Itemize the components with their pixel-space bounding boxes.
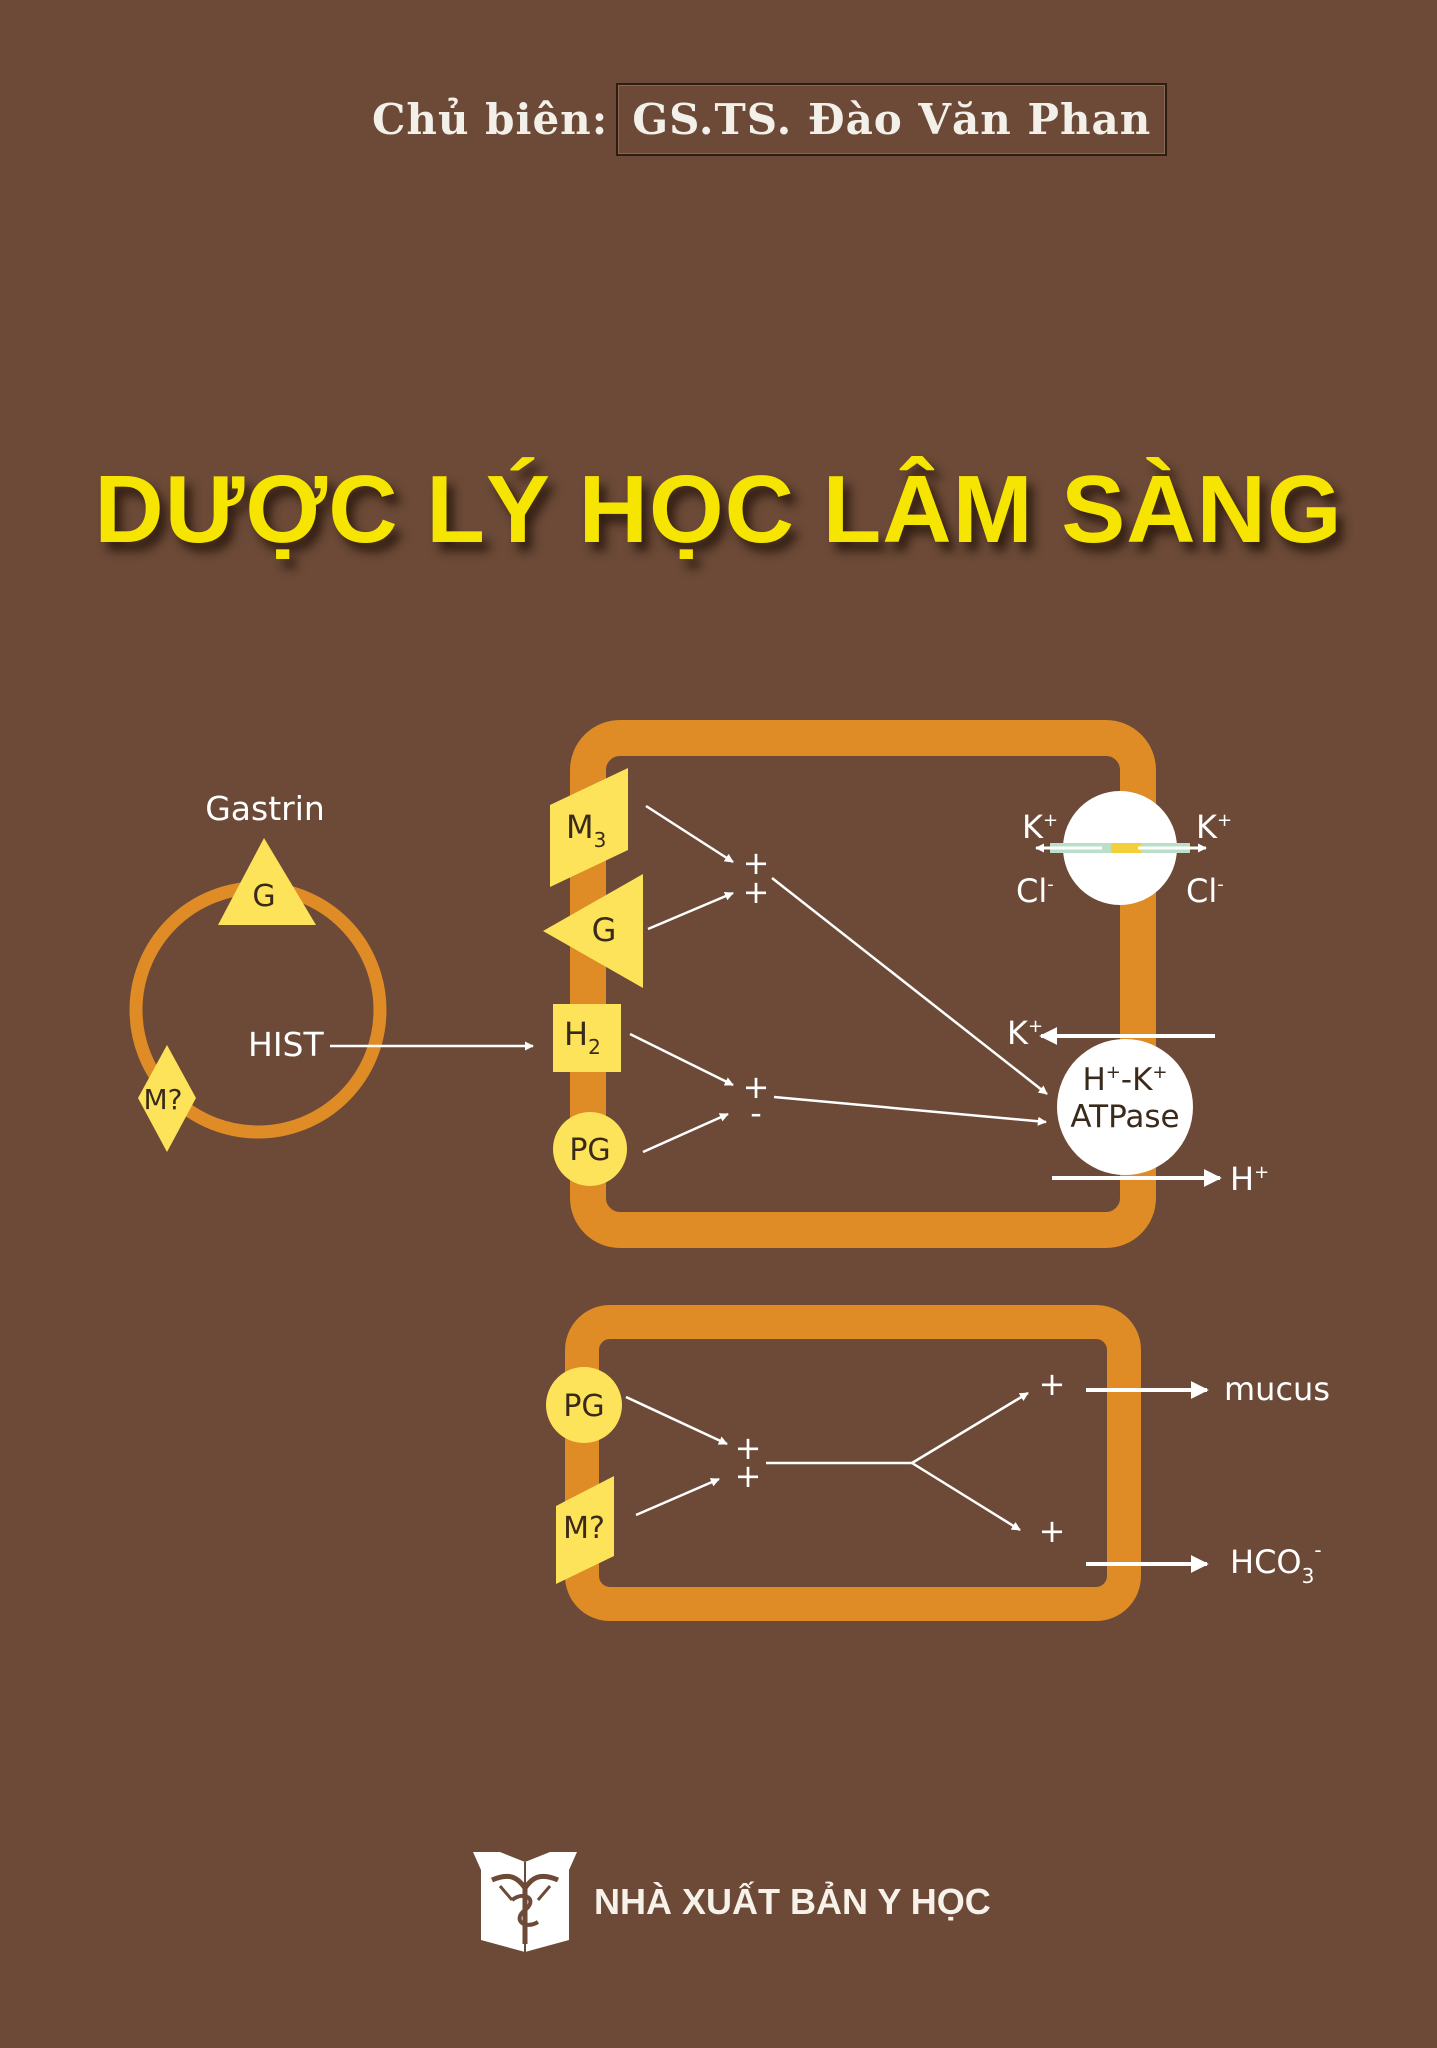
g-cell: Gastrin G HIST M? — [129, 789, 534, 1152]
sign-g: + — [743, 873, 770, 911]
gastrin-receptor — [543, 874, 643, 988]
g-signal-arrow — [647, 891, 734, 931]
g-cell-m-label: M? — [143, 1083, 182, 1116]
sign-m3: + — [743, 844, 770, 882]
mucous-m-arrow — [635, 1477, 720, 1517]
mucous-cell-membrane — [565, 1305, 1141, 1621]
proton-pump-line2: ATPase — [1070, 1099, 1179, 1135]
h2-receptor — [553, 1004, 621, 1072]
book-title: DƯỢC LÝ HỌC LÂM SÀNG — [94, 456, 1343, 563]
gastrin-label: Gastrin — [205, 789, 325, 828]
editor-name: GS.TS. Đào Văn Phan — [632, 94, 1152, 144]
m-receptor-diamond — [138, 1045, 196, 1152]
g-cell-g-label: G — [252, 879, 275, 914]
m3-signal-arrow — [645, 804, 734, 864]
caduceus-book-icon — [473, 1852, 577, 1952]
publisher-name: NHÀ XUẤT BẢN Y HỌC — [594, 1881, 991, 1922]
exchanger-channel-core — [1111, 843, 1141, 853]
h2-signal-arrow — [629, 1032, 734, 1087]
gastrin-receptor-triangle — [218, 838, 316, 925]
m3-receptor — [550, 768, 628, 887]
pump-k-label: K+ — [1007, 1014, 1043, 1052]
pump-h-label: H+ — [1230, 1160, 1269, 1198]
parietal-cell-membrane — [570, 720, 1156, 1248]
editor-name-box: GS.TS. Đào Văn Phan — [616, 82, 1168, 156]
h2-receptor-label: H2 — [564, 1015, 601, 1059]
pg-signal-arrow — [642, 1112, 729, 1154]
sign-h2: + — [743, 1068, 770, 1106]
modulation-to-pump-arrow — [773, 1095, 1047, 1126]
gastrin-receptor-label: G — [592, 911, 617, 949]
publisher: NHÀ XUẤT BẢN Y HỌC — [470, 1848, 991, 1956]
pg-receptor — [553, 1112, 627, 1186]
mucous-pg-label: PG — [563, 1389, 604, 1424]
parietal-cell: M3 G H2 PG + + + - — [543, 720, 1269, 1248]
mucous-m-receptor — [556, 1476, 614, 1584]
mucous-sign-mucus: + — [1039, 1365, 1066, 1403]
stimulation-to-pump-arrow — [771, 877, 1048, 1095]
hco3-label: HCO3- — [1230, 1538, 1322, 1588]
editor-line: Chủ biên: GS.TS. Đào Văn Phan — [372, 74, 1168, 164]
mucous-sign-m: + — [735, 1457, 762, 1495]
pg-receptor-label: PG — [569, 1133, 610, 1168]
hco3-branch-arrow — [911, 1461, 1021, 1532]
hist-label: HIST — [248, 1025, 324, 1064]
mucous-sign-hco3: + — [1039, 1512, 1066, 1550]
cl-left-label: Cl- — [1016, 872, 1054, 910]
mucous-cell: PG M? + + + + mucus HCO3- — [546, 1305, 1330, 1621]
k-left-label: K+ — [1022, 808, 1058, 846]
m3-receptor-label: M3 — [566, 808, 606, 852]
mucus-branch-arrow — [911, 1391, 1029, 1465]
cl-right-label: Cl- — [1186, 872, 1224, 910]
mucous-sign-pg: + — [735, 1429, 762, 1467]
mucus-label: mucus — [1224, 1370, 1330, 1408]
sign-pg: - — [750, 1094, 762, 1132]
mucous-m-label: M? — [563, 1511, 605, 1546]
k-right-label: K+ — [1196, 808, 1232, 846]
mucous-pg-arrow — [625, 1395, 728, 1446]
mucous-pg-receptor — [546, 1367, 622, 1443]
proton-pump-line1: H+-K+ — [1082, 1062, 1167, 1098]
editor-label: Chủ biên: — [372, 94, 609, 144]
proton-pump — [1057, 1039, 1193, 1175]
